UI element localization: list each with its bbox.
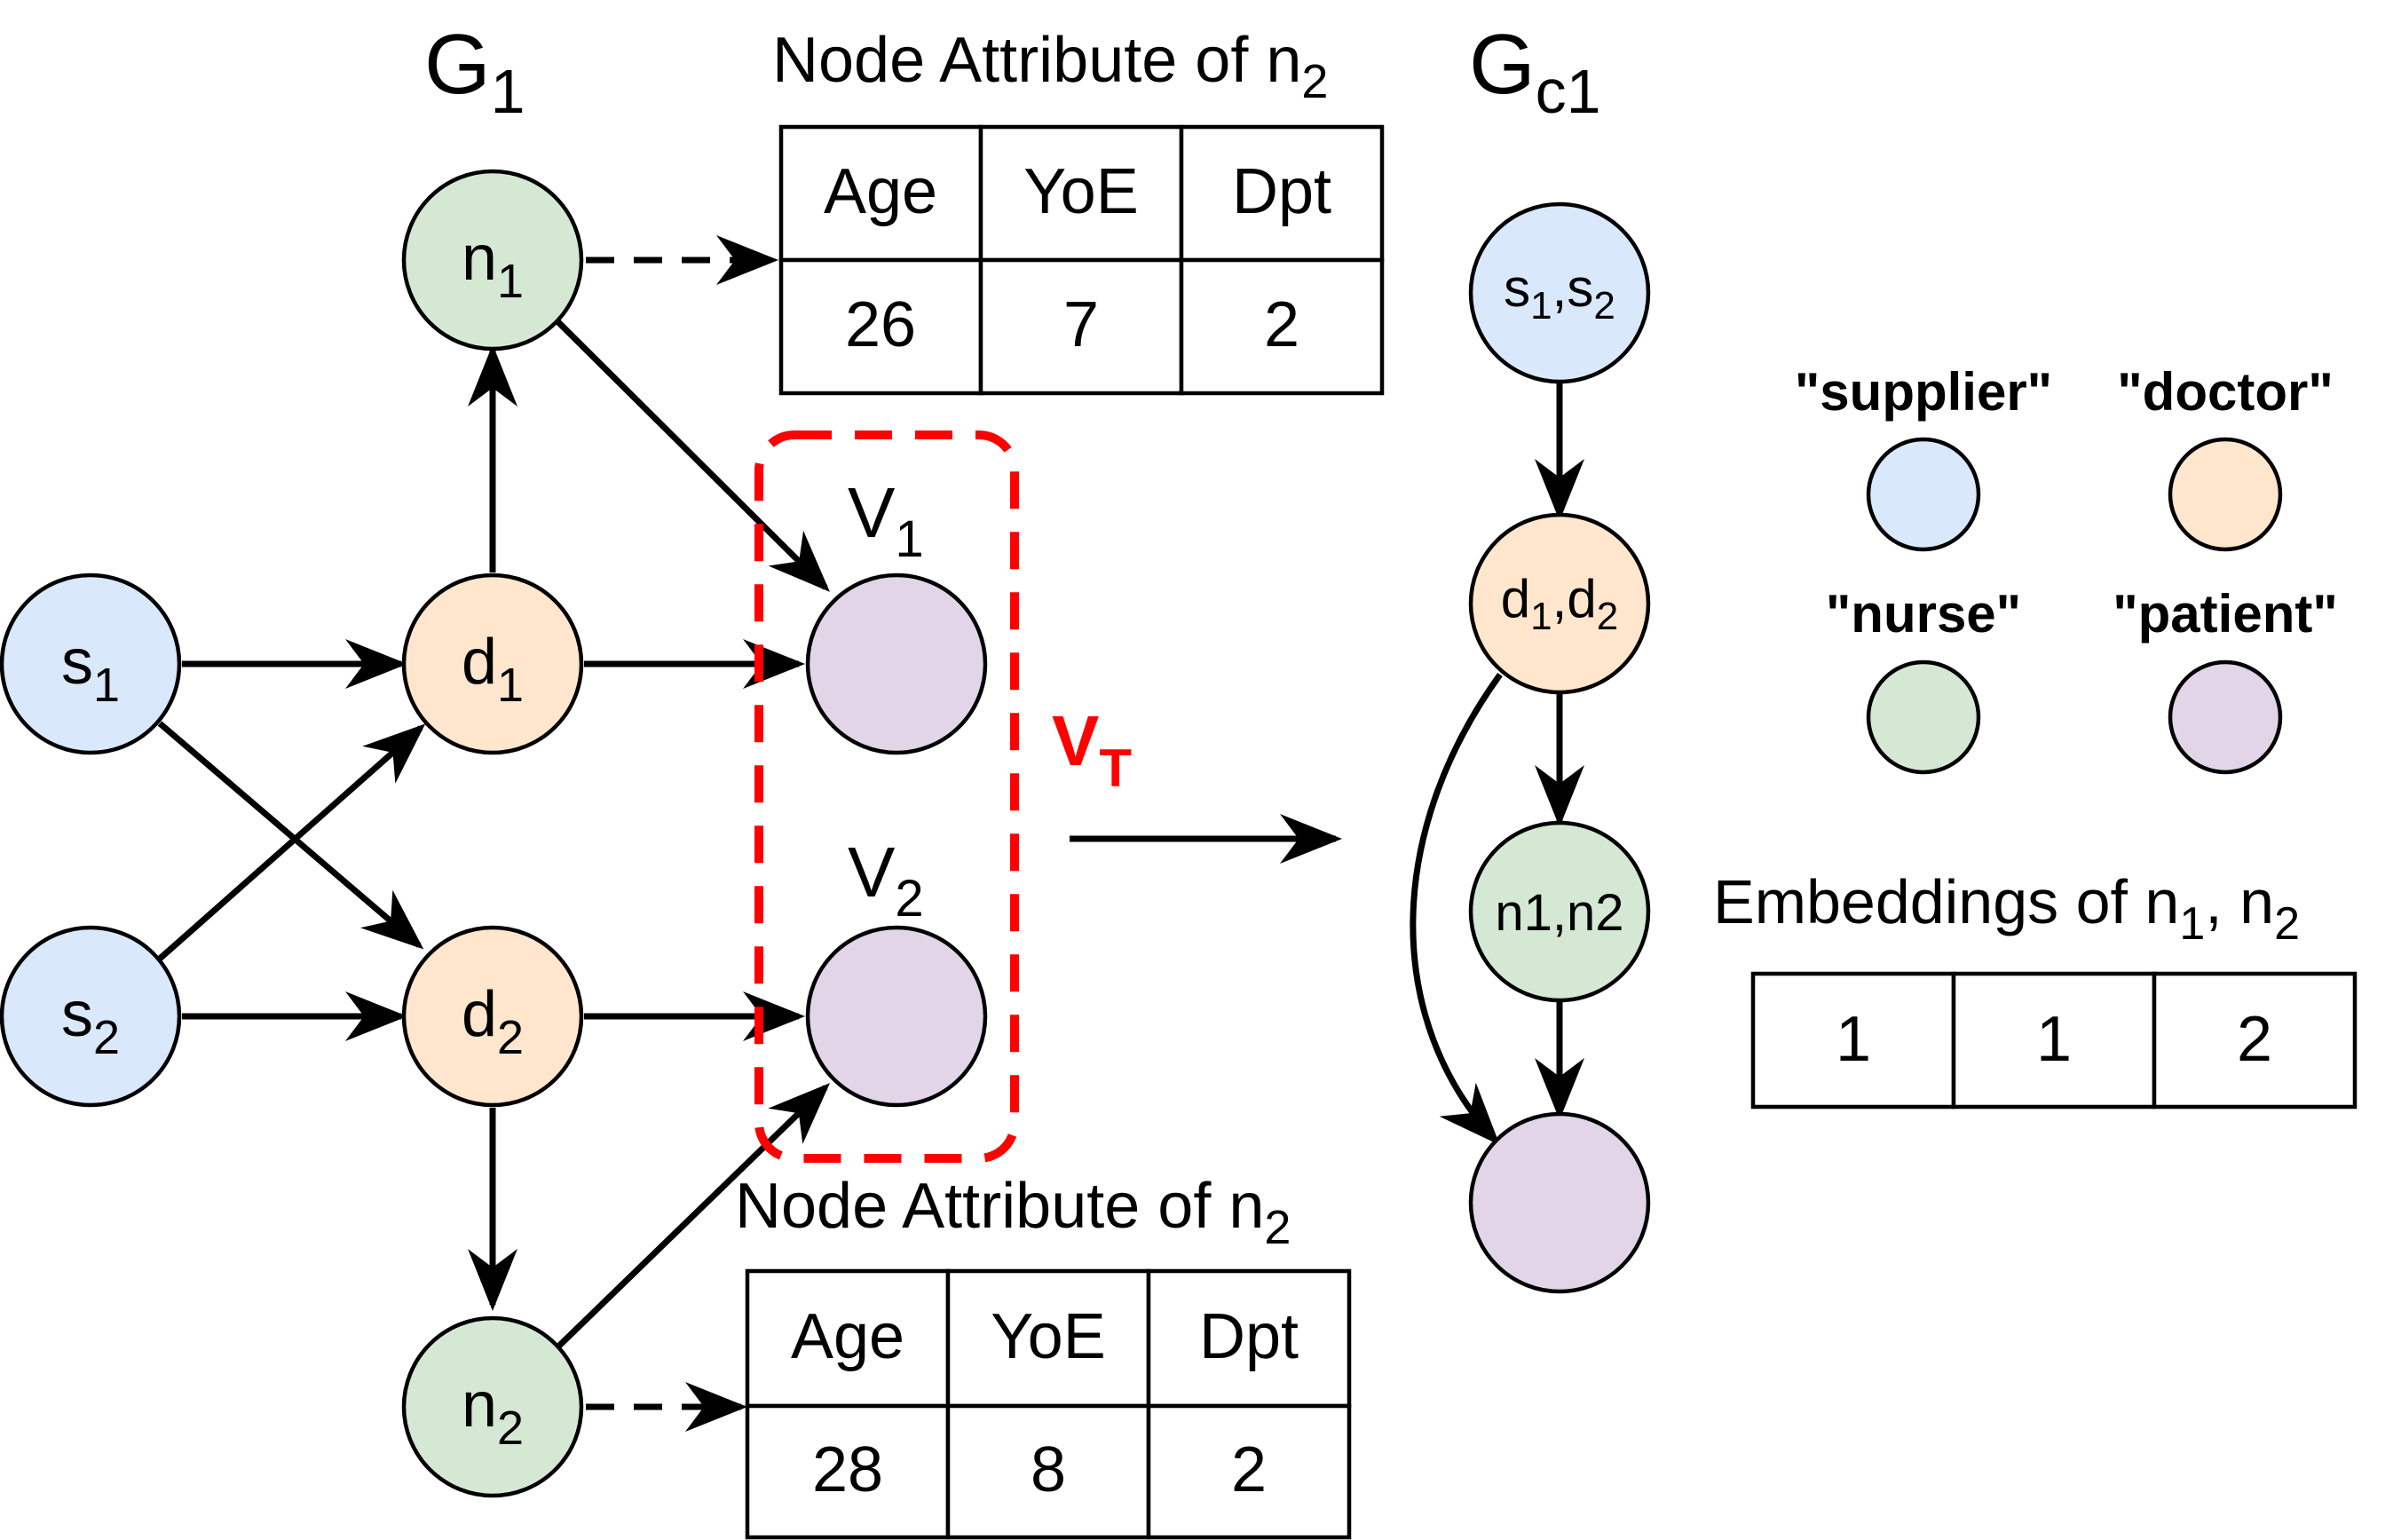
node-n1n2-circle <box>1468 820 1651 1003</box>
table-bottom-header-age: Age <box>791 1301 904 1372</box>
legend-label-doctor: "doctor" <box>2117 362 2334 422</box>
table-bottom-header-cell <box>745 1268 951 1409</box>
table-bottom-value-yoe: 8 <box>1031 1434 1066 1505</box>
legend-label-patient: "patient" <box>2113 584 2338 644</box>
node-s1s2: s1,s2 <box>1468 201 1651 384</box>
edge-d-p-curved <box>1410 672 1503 1146</box>
table-top-value-cell <box>778 257 983 396</box>
attribute-table-bottom-caption: Node Attribute of n2 <box>735 1171 1291 1254</box>
node-d1: d1 <box>401 573 584 755</box>
legend-label-supplier: "supplier" <box>1795 362 2052 422</box>
node-s2-circle <box>0 925 182 1108</box>
node-d1d2-label: d1,d2 <box>1501 569 1618 638</box>
attribute-table-top-caption: Node Attribute of n2 <box>772 25 1328 108</box>
edge-s2-d1 <box>157 723 426 961</box>
target-nodes-highlight-box <box>754 430 1019 1163</box>
node-n1-circle <box>401 169 584 351</box>
graph-gc1-title: Gc1 <box>1469 17 1601 126</box>
table-top-header-cell <box>778 124 983 263</box>
table-bottom-header-cell <box>1146 1268 1352 1409</box>
gc1-edges <box>1410 382 1584 1146</box>
node-s2-label: s2 <box>61 979 120 1064</box>
node-d1-label: d1 <box>462 627 524 712</box>
table-bottom-header-cell <box>945 1268 1151 1409</box>
embedding-cell <box>2152 971 2358 1110</box>
node-v1: V1 <box>805 473 988 755</box>
table-bottom-value-cell <box>745 1403 951 1540</box>
node-d2-label: d2 <box>462 979 524 1064</box>
node-n2-label: n2 <box>462 1370 524 1455</box>
node-s1s2-label: s1,s2 <box>1504 258 1615 328</box>
legend-swatch-doctor <box>2168 437 2283 552</box>
table-bottom-header-yoe: YoE <box>991 1301 1105 1372</box>
node-s1-label: s1 <box>61 627 120 712</box>
edge-s1-d2 <box>157 721 424 950</box>
legend: "supplier" "doctor" "nurse" "patient" <box>1795 362 2338 775</box>
node-s2: s2 <box>0 925 182 1108</box>
table-bottom-value-cell <box>1146 1403 1352 1540</box>
legend-swatch-nurse <box>1866 659 1981 775</box>
graph-g1-title: G1 <box>424 17 525 126</box>
node-d1d2: d1,d2 <box>1468 512 1651 695</box>
table-top-header-cell <box>1179 124 1385 263</box>
node-n1n2-label: n1,n2 <box>1495 884 1623 942</box>
table-bottom-header-dpt: Dpt <box>1199 1301 1299 1372</box>
table-top-header-dpt: Dpt <box>1232 156 1331 227</box>
table-top-header-yoe: YoE <box>1023 156 1138 227</box>
node-d1d2-circle <box>1468 512 1651 695</box>
target-label: VT <box>1052 701 1132 798</box>
edge-n1-v1 <box>555 319 830 592</box>
embedding-value-3: 2 <box>2237 1004 2272 1075</box>
node-n2: n2 <box>401 1315 584 1498</box>
embeddings-table: Embeddings of n1, n2 1 1 2 <box>1713 867 2358 1110</box>
embeddings-caption: Embeddings of n1, n2 <box>1713 867 2300 950</box>
table-top-header-cell <box>978 124 1184 263</box>
embedding-value-1: 1 <box>1836 1004 1871 1075</box>
node-d2: d2 <box>401 925 584 1108</box>
node-v2-circle <box>805 925 988 1108</box>
node-n1n2: n1,n2 <box>1468 820 1651 1003</box>
table-top-value-cell <box>1179 257 1385 396</box>
node-n1: n1 <box>401 169 584 351</box>
legend-label-nurse: "nurse" <box>1826 584 2021 644</box>
table-bottom-value-age: 28 <box>812 1434 883 1505</box>
legend-swatch-patient <box>2168 659 2283 775</box>
edge-n2-v2 <box>555 1083 831 1350</box>
table-top-value-age: 26 <box>845 289 916 360</box>
node-patient-merged-circle <box>1468 1111 1651 1294</box>
attribute-table-top: Node Attribute of n2 Age YoE Dpt 26 7 2 <box>772 25 1385 396</box>
legend-swatch-supplier <box>1866 437 1981 552</box>
node-s1: s1 <box>0 573 182 755</box>
node-n2-circle <box>401 1315 584 1498</box>
node-n1-label: n1 <box>462 223 524 308</box>
table-top-header-age: Age <box>824 156 937 227</box>
node-v2: V2 <box>805 833 988 1108</box>
g1-edges <box>157 235 831 1432</box>
table-bottom-value-dpt: 2 <box>1231 1434 1267 1505</box>
node-d2-circle <box>401 925 584 1108</box>
table-top-value-dpt: 2 <box>1264 289 1299 360</box>
node-d1-circle <box>401 573 584 755</box>
node-s1-circle <box>0 573 182 755</box>
node-v1-circle <box>805 573 988 755</box>
embedding-cell <box>1750 971 1956 1110</box>
node-s1s2-circle <box>1468 201 1651 384</box>
table-top-value-cell <box>978 257 1184 396</box>
attribute-table-bottom: Node Attribute of n2 Age YoE Dpt 28 8 2 <box>735 1171 1352 1540</box>
node-v1-label: V1 <box>848 473 924 568</box>
embedding-value-2: 1 <box>2036 1004 2072 1075</box>
node-patient-merged <box>1468 1111 1651 1294</box>
node-v2-label: V2 <box>848 833 924 928</box>
table-top-value-yoe: 7 <box>1063 289 1099 360</box>
